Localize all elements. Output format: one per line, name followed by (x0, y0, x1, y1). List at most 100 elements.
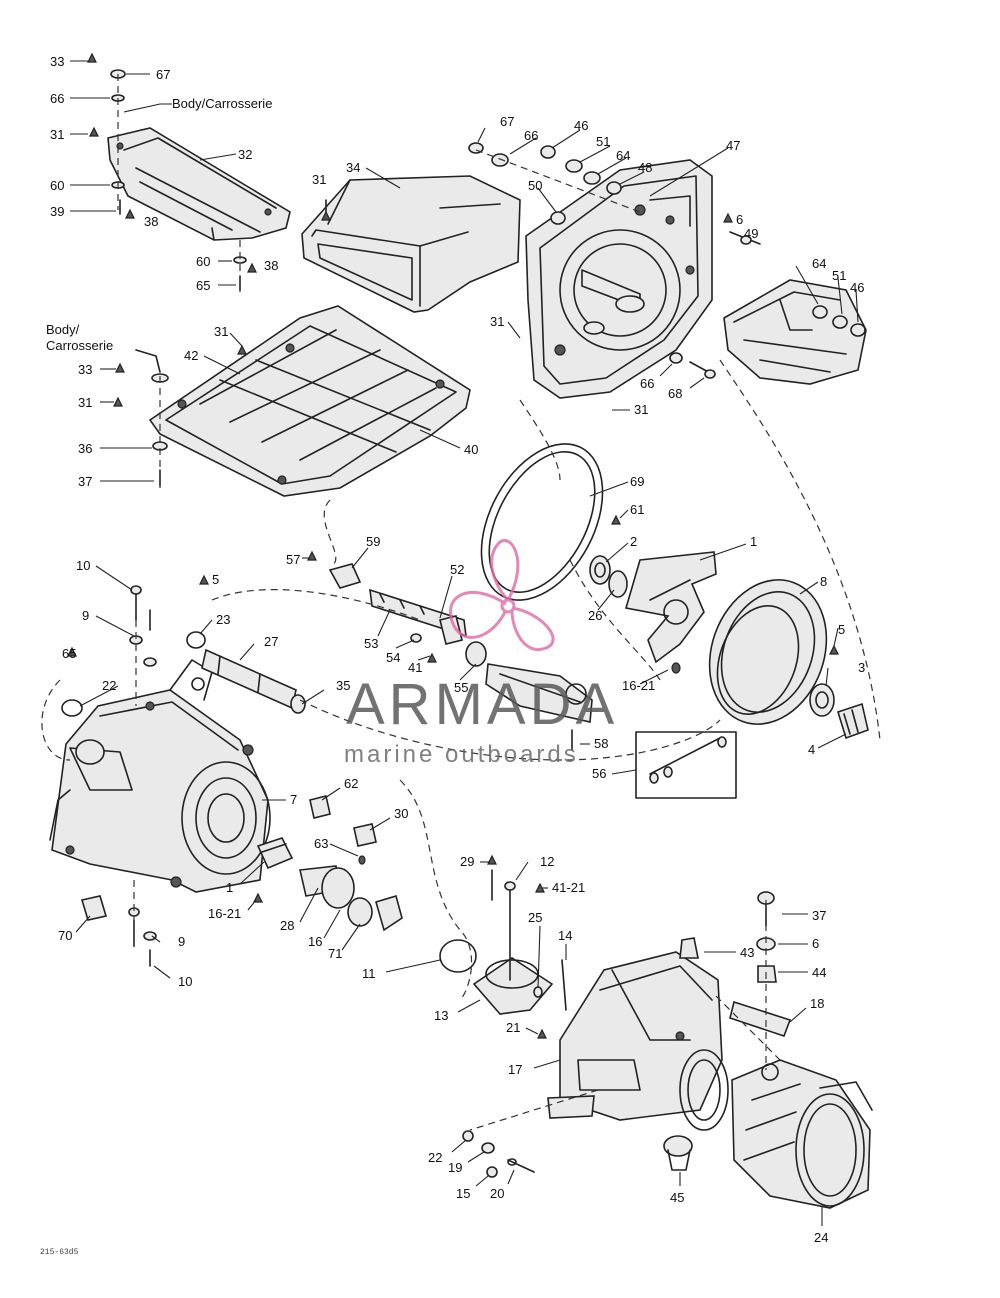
part-label: 66 (50, 91, 64, 106)
part-label: 23 (216, 612, 230, 627)
part-label: 37 (812, 908, 826, 923)
part-label: 16 (308, 934, 322, 949)
part-label: 7 (290, 792, 297, 807)
part-label: 64 (616, 148, 630, 163)
part-label: 62 (344, 776, 358, 791)
part-label: 22 (428, 1150, 442, 1165)
part-label: 46 (574, 118, 588, 133)
steering-nozzle-17 (547, 951, 729, 1131)
part-label: 3 (858, 660, 865, 675)
part-label: 66 (524, 128, 538, 143)
hardware-lower-right (663, 891, 792, 1171)
part-label: 37 (78, 474, 92, 489)
part-label: 43 (740, 945, 754, 960)
small-hardware-top-left (87, 52, 257, 292)
part-label: 16-21 (208, 906, 241, 921)
part-label: 52 (450, 562, 464, 577)
part-label: 10 (76, 558, 90, 573)
part-label: 31 (490, 314, 504, 329)
part-label: 27 (264, 634, 278, 649)
part-label: 57 (286, 552, 300, 567)
impeller-1 (624, 551, 717, 674)
part-label: 10 (178, 974, 192, 989)
armada-watermark: ARMADA marine outboards (344, 539, 614, 768)
air-duct-34 (301, 175, 521, 313)
pump-housing-7 (49, 659, 271, 893)
part-label: 20 (490, 1186, 504, 1201)
part-label: 31 (50, 127, 64, 142)
right-bracket-assembly (723, 212, 867, 385)
bracket-32 (107, 127, 291, 241)
part-label: 8 (820, 574, 827, 589)
part-label: 40 (464, 442, 478, 457)
part-label: 55 (454, 680, 468, 695)
part-label: 31 (312, 172, 326, 187)
frame-hardware (113, 344, 247, 488)
part-label: 22 (102, 678, 116, 693)
part-label: 29 (460, 854, 474, 869)
part-label: 1 (750, 534, 757, 549)
part-label: 9 (178, 934, 185, 949)
part-label: 4 (808, 742, 815, 757)
part-label: 36 (78, 441, 92, 456)
part-label: 60 (196, 254, 210, 269)
part-label: 24 (814, 1230, 828, 1245)
part-label: 35 (336, 678, 350, 693)
body-label-mid-line2: Carrosserie (46, 338, 113, 353)
part-label: 38 (264, 258, 278, 273)
part-label: 68 (668, 386, 682, 401)
impeller-assembly-lower (253, 795, 403, 932)
part-label: 63 (314, 836, 328, 851)
part-label: 5 (212, 572, 219, 587)
part-label: 41 (408, 660, 422, 675)
wear-ring-8 (708, 579, 828, 725)
part-label: 65 (62, 646, 76, 661)
part-label: 5 (838, 622, 845, 637)
hardware-lower-left (462, 1130, 535, 1178)
frame-40 (148, 305, 471, 497)
part-label: 9 (82, 608, 89, 623)
part-label: 31 (214, 324, 228, 339)
part-label: 67 (500, 114, 514, 129)
part-label: 56 (592, 766, 606, 781)
part-label: 41-21 (552, 880, 585, 895)
part-label: 30 (394, 806, 408, 821)
part-label: 21 (506, 1020, 520, 1035)
part-label: 11 (362, 966, 376, 981)
housing-47 (525, 159, 713, 399)
part-label: 54 (386, 650, 400, 665)
part-label: 1 (226, 880, 233, 895)
elbow-13 (439, 854, 567, 1039)
part-label: 39 (50, 204, 64, 219)
part-label: 14 (558, 928, 572, 943)
shaft-27 (201, 648, 306, 714)
part-label: 47 (726, 138, 740, 153)
part-label: 51 (832, 268, 846, 283)
part-label: 51 (596, 134, 610, 149)
cone-3-4 (809, 644, 869, 740)
bearing-2-26 (589, 514, 628, 598)
part-label: 26 (588, 608, 602, 623)
part-label: 49 (744, 226, 758, 241)
part-number-labels: 33 67 66 31 32 60 39 38 60 38 65 31 34 6… (50, 54, 865, 1245)
part-label: 67 (156, 67, 170, 82)
part-label: 45 (670, 1190, 684, 1205)
part-label: 17 (508, 1062, 522, 1077)
part-label: 2 (630, 534, 637, 549)
pump-hardware-left (61, 574, 209, 967)
part-label: 13 (434, 1008, 448, 1023)
part-label: 16-21 (622, 678, 655, 693)
part-label: 6 (736, 212, 743, 227)
part-label: 70 (58, 928, 72, 943)
part-label: 50 (528, 178, 542, 193)
part-label: 6 (812, 936, 819, 951)
part-label: 31 (634, 402, 648, 417)
routing-dashed-lines (41, 359, 881, 1131)
part-label: 25 (528, 910, 542, 925)
part-label: 58 (594, 736, 608, 751)
part-label: 61 (630, 502, 644, 517)
part-label: 12 (540, 854, 554, 869)
part-label: 48 (638, 160, 652, 175)
part-label: 42 (184, 348, 198, 363)
